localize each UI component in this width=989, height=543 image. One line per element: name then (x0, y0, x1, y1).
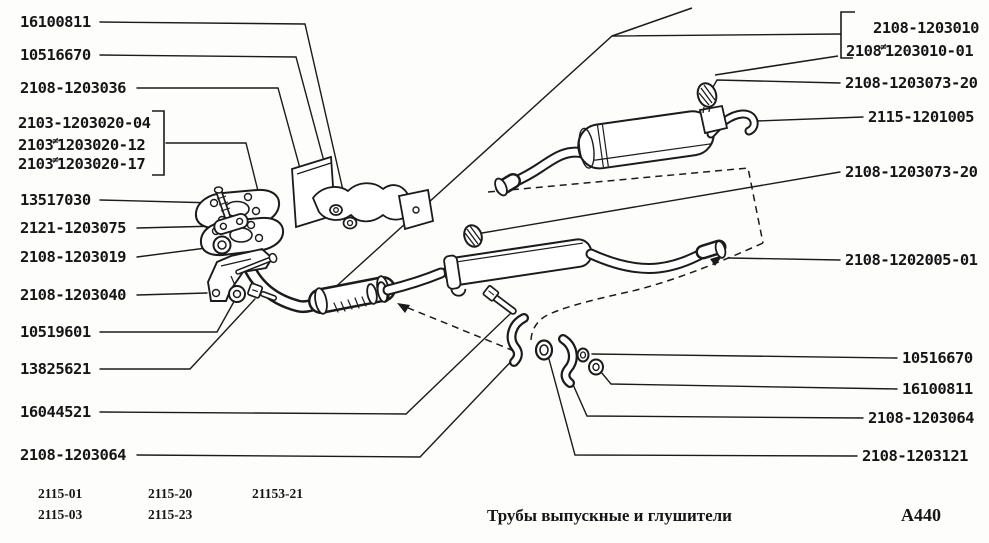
rear-muffler-drawing (494, 82, 759, 197)
part-label-2108-1203064: 2108-1203064 (20, 446, 126, 464)
part-label-10516670-b: 10516670 (902, 349, 973, 367)
part-label-2108-1203040: 2108-1203040 (20, 286, 126, 304)
model-item: 2115-20 (148, 486, 193, 501)
replacement-mark: ≠ (880, 42, 886, 53)
part-label-2108-1203019: 2108-1203019 (20, 248, 126, 266)
group-brackets (152, 11, 855, 176)
part-label-16100811-b: 16100811 (902, 380, 973, 398)
part-rest: 1203010-01 (884, 42, 974, 60)
part-label-16100811: 16100811 (20, 13, 91, 31)
part-label-10519601: 10519601 (20, 323, 91, 341)
part-label-13825621: 13825621 (20, 360, 91, 378)
model-item: 2115-23 (148, 507, 193, 522)
car-body-lines (611, 7, 839, 76)
model-item: 2115-03 (38, 507, 83, 522)
hanger-drawings (463, 224, 483, 248)
flange-hardware-drawing (194, 155, 435, 303)
replacement-mark: ≠ (52, 155, 58, 166)
part-label-2103-1203020-12: 2103≠1203020-12 (18, 132, 146, 155)
part-label-2108-1203073-20: 2108-1203073-20 (845, 74, 978, 92)
part-label-2103-1203020-04: 2103-1203020-04 (18, 114, 151, 132)
dashed-guides (400, 167, 764, 352)
part-rest: 1203020-12 (56, 136, 146, 154)
page-title: Трубы выпускные и глушители (487, 506, 732, 525)
part-label-2108-1202005-01: 2108-1202005-01 (845, 251, 978, 269)
part-label-2108-1203010: 2108-1203010 (873, 19, 979, 37)
part-label-2108-1203064-b: 2108-1203064 (868, 409, 974, 427)
model-item: 21153-21 (252, 486, 304, 501)
front-pipe-drawing (236, 246, 447, 315)
part-rest: 1203020-17 (56, 155, 146, 173)
part-label-2108-1203010-01: 2108≠1203010-01 (846, 38, 974, 61)
part-label-10516670: 10516670 (20, 46, 91, 64)
part-label-13517030: 13517030 (20, 191, 91, 209)
part-prefix: 2103 (18, 136, 54, 154)
page-code: A440 (901, 505, 941, 525)
part-label-2115-1201005: 2115-1201005 (868, 108, 974, 126)
part-label-2108-1203036: 2108-1203036 (20, 79, 126, 97)
part-label-2103-1203020-17: 2103≠1203020-17 (18, 151, 146, 174)
part-prefix: 2103 (18, 155, 54, 173)
part-label-2121-1203075: 2121-1203075 (20, 219, 126, 237)
part-label-16044521: 16044521 (20, 403, 91, 421)
part-prefix: 2108 (846, 42, 882, 60)
resonator-drawing (443, 238, 727, 297)
clamp-hardware-drawing (482, 285, 604, 388)
replacement-mark: ≠ (52, 136, 58, 147)
part-label-2108-1203121: 2108-1203121 (862, 447, 968, 465)
part-label-2108-1203073-20-b: 2108-1203073-20 (845, 163, 978, 181)
model-item: 2115-01 (38, 486, 83, 501)
